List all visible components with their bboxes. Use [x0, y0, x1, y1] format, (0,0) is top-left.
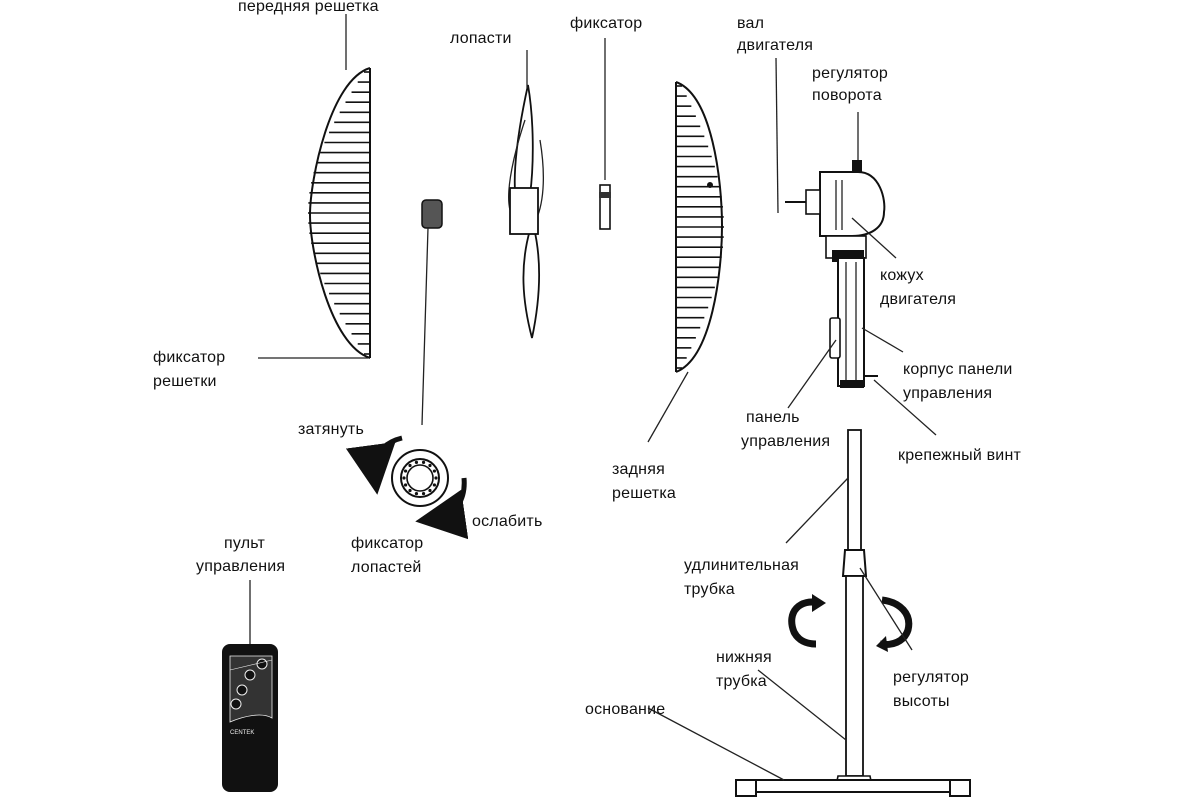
blade-latch-ring — [345, 435, 469, 540]
label-panel-body-1: корпус панели — [903, 361, 1013, 378]
ring-tooth — [421, 491, 426, 496]
label-control-panel-1: панель — [746, 409, 800, 426]
fan-blades — [508, 84, 544, 339]
rear-grille — [675, 81, 724, 373]
ring-tooth — [414, 460, 419, 465]
remote-control — [222, 644, 278, 792]
label-tighten: затянуть — [298, 421, 364, 438]
ring-tooth — [408, 488, 412, 493]
ring-tooth — [428, 463, 432, 468]
ring-tooth — [403, 469, 408, 473]
label-rotation-2: поворота — [812, 87, 882, 104]
front-grille — [308, 67, 371, 359]
ring-tooth — [403, 483, 408, 487]
ring-tooth — [428, 488, 432, 493]
label-motor-cover-2: двигателя — [880, 291, 957, 308]
leader-lines — [249, 14, 937, 781]
label-loosen: ослабить — [472, 513, 543, 530]
label-grille-latch-2: решетки — [153, 373, 217, 390]
ring-tooth — [432, 483, 437, 487]
label-rotation-1: регулятор — [812, 65, 889, 82]
label-rear-grille-2: решетка — [612, 485, 676, 502]
label-height-1: регулятор — [893, 669, 970, 686]
ring-tooth — [434, 476, 438, 480]
label-height-2: высоты — [893, 693, 950, 710]
stand — [735, 429, 971, 797]
label-remote-1: пульт — [224, 535, 266, 552]
ring-tooth — [421, 460, 426, 465]
label-fixing-screw: крепежный винт — [898, 447, 1022, 464]
control-panel-body — [829, 257, 878, 388]
ring-tooth — [408, 463, 412, 468]
remote-brand-logo: CENTEK — [230, 730, 255, 736]
latch — [599, 38, 611, 230]
label-lower-tube-2: трубка — [716, 673, 767, 690]
label-panel-body-2: управления — [903, 385, 993, 402]
ring-tooth — [414, 491, 419, 496]
blade-latch-knob — [421, 199, 443, 426]
label-lower-tube-1: нижняя — [716, 649, 772, 666]
label-latch: фиксатор — [570, 15, 643, 32]
motor-housing — [785, 160, 886, 262]
label-remote-2: управления — [196, 558, 286, 575]
label-motor-shaft-1: вал — [737, 15, 765, 32]
label-blades: лопасти — [450, 30, 512, 47]
label-motor-shaft-2: двигателя — [737, 37, 814, 54]
label-ext-tube-1: удлинительная — [684, 557, 800, 574]
ring-tooth — [402, 476, 406, 480]
label-control-panel-2: управления — [741, 433, 831, 450]
label-rear-grille-1: задняя — [612, 461, 665, 478]
label-blade-latch-1: фиксатор — [351, 535, 424, 552]
label-ext-tube-2: трубка — [684, 581, 735, 598]
label-blade-latch-2: лопастей — [351, 559, 422, 576]
label-front-grille: передняя решетка — [238, 0, 379, 15]
label-motor-cover-1: кожух — [880, 267, 924, 284]
label-base: основание — [585, 701, 666, 718]
ring-tooth — [432, 469, 437, 473]
label-grille-latch-1: фиксатор — [153, 349, 226, 366]
